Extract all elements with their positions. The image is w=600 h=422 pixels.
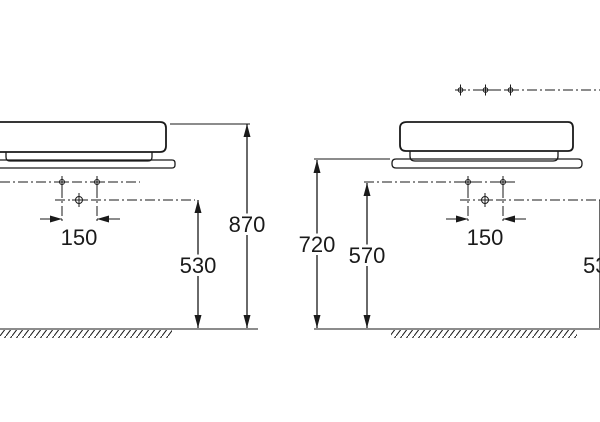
right-basin-inner (409, 151, 559, 162)
right-dim-570-label: 570 (349, 243, 386, 268)
left-dim-870-label: 870 (229, 212, 266, 237)
left-valve-cross-1 (56, 176, 68, 188)
right-dim-720-label: 720 (299, 232, 336, 257)
left-dim-150-label: 150 (61, 225, 98, 250)
right-top-valve-1 (455, 84, 466, 96)
right-dim-720 (313, 160, 321, 328)
right-outlet-symbol (478, 193, 492, 207)
right-valve-cross-1 (462, 176, 474, 188)
left-view: 150 530 870 (0, 121, 268, 338)
left-basin-bowl (0, 121, 167, 153)
left-dim-530-label: 530 (180, 253, 217, 278)
right-dim-570 (363, 183, 371, 328)
right-top-valve-3 (505, 84, 516, 96)
left-dim-530 (194, 200, 202, 328)
right-dim-150 (446, 188, 526, 223)
right-dim-cut-label: 53 (583, 253, 600, 278)
left-dim-150 (40, 188, 120, 223)
right-floor-hatch (391, 330, 577, 338)
left-floor-hatch (0, 330, 172, 338)
right-view: 150 720 570 53 (296, 84, 600, 338)
right-countertop (391, 158, 583, 169)
left-outlet-symbol (72, 193, 86, 207)
left-basin-inner (5, 152, 153, 162)
left-countertop (0, 159, 176, 169)
left-valve-cross-2 (91, 176, 103, 188)
left-dim-870 (243, 124, 251, 328)
right-basin-bowl (399, 121, 574, 152)
right-valve-cross-2 (497, 176, 509, 188)
right-top-valve-2 (480, 84, 491, 96)
right-dim-150-label: 150 (467, 225, 504, 250)
